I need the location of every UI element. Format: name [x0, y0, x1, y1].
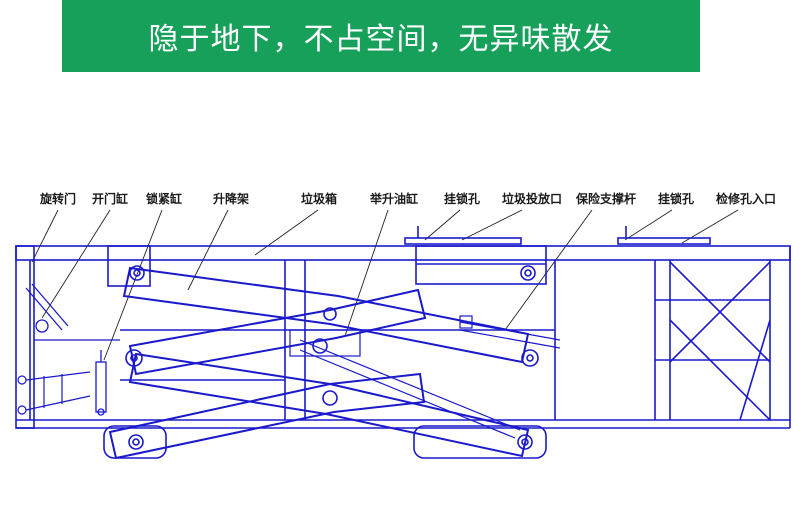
label-garbage-bin: 垃圾箱: [301, 192, 338, 206]
banner-title: 隐于地下，不占空间，无异味散发: [148, 22, 614, 57]
label-lift-cylinder: 举升油缸: [370, 192, 419, 206]
label-lift-frame: 升降架: [213, 192, 250, 206]
leader-lines: [31, 209, 739, 361]
top-beam: [15, 245, 791, 261]
scissor-arms: [108, 266, 530, 460]
label-safety-strut: 保险支撑杆: [576, 192, 637, 206]
label-rotating-door: 旋转门: [40, 192, 77, 206]
door-links: [17, 371, 91, 415]
component-labels: 旋转门 开门缸 锁紧缸 升降架 垃圾箱 举升油缸 挂锁孔 垃圾投放口 保险支撑杆…: [0, 190, 800, 214]
lift-cylinder-pivot: [312, 338, 328, 354]
safety-strut: [459, 315, 561, 349]
bottom-foot-right: [413, 425, 547, 459]
right-bracing: [655, 261, 771, 421]
label-locking-cylinder: 锁紧缸: [146, 192, 183, 206]
label-door-cylinder: 开门缸: [92, 192, 129, 206]
label-lock-hole-1: 挂锁孔: [444, 192, 481, 206]
lift-cylinder: [289, 329, 521, 439]
label-lock-hole-2: 挂锁孔: [658, 192, 695, 206]
top-bracket-right: [415, 245, 547, 285]
label-inspection-entry: 检修孔入口: [716, 192, 777, 206]
top-bracket-left: [107, 245, 151, 287]
label-drop-opening: 垃圾投放口: [502, 192, 563, 206]
top-plate-right: [617, 237, 711, 245]
title-banner: 隐于地下，不占空间，无异味散发: [62, 0, 700, 72]
rotating-door: [15, 245, 35, 429]
door-cylinder: [25, 283, 120, 341]
locking-cylinder: [95, 350, 107, 416]
top-plate-left: [404, 237, 522, 245]
